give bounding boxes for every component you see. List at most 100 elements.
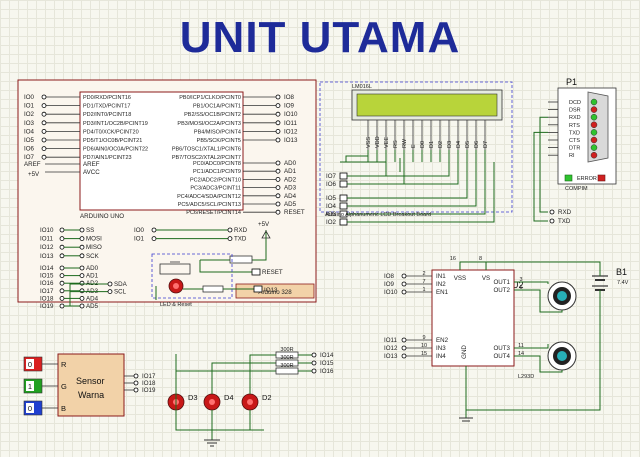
plus5v-header: +5V	[258, 221, 270, 228]
analog-io-label: IO17	[40, 288, 54, 295]
page-title: UNIT UTAMA	[180, 13, 460, 62]
serial-pin-label: TXD	[569, 130, 580, 136]
lcd-caption: Arduino Alphanumeric LCD Breakout Board	[325, 212, 431, 218]
port-d-pin: PD0/RXD/PCINT16	[83, 95, 131, 101]
lcd-input-label: IO5	[326, 195, 337, 202]
plus5v-left: +5V	[28, 171, 40, 178]
port-b-pin: PB6/TOSC1/XTAL1/PCINT6	[172, 147, 241, 153]
resistor-label: 300R	[280, 347, 293, 353]
arduino-board-label: Arduino 328	[258, 289, 292, 296]
port-c-pin: PC5/ADC5/SCL/PCINT13	[178, 202, 241, 208]
spi-io-label: IO12	[40, 244, 54, 251]
pin-terminal	[41, 111, 47, 117]
port-b-pin: PB3/MOSI/OC2A/PCINT3	[177, 121, 241, 127]
port-d-pin: PD2/INT0/PCINT18	[83, 112, 131, 118]
sensor-channel-label: R	[61, 360, 67, 369]
pin-terminal	[41, 128, 47, 134]
lcd-pin-label: D1	[429, 141, 435, 148]
pin-terminal	[275, 128, 281, 134]
lcd-pin-label: D6	[474, 141, 480, 148]
led-reset-frame	[151, 253, 233, 299]
io-left-label: IO3	[24, 120, 35, 127]
lcd-screen	[356, 93, 498, 117]
driver-out-pin: OUT1	[493, 279, 510, 286]
io-left-label: IO5	[24, 137, 35, 144]
driver-input-label: IO13	[384, 353, 398, 360]
color-sensor	[57, 353, 125, 417]
spi-pin-label: MOSI	[86, 236, 102, 243]
io13-label: IO13	[264, 287, 278, 294]
io-right-label: IO12	[284, 128, 298, 135]
lcd-pin-label: D5	[465, 141, 471, 148]
i2c-pin-label: SDA	[114, 281, 128, 288]
serial-pin-label: TXD	[234, 236, 247, 243]
lcd-pin-label: D0	[420, 141, 426, 148]
driver-input-label: IO12	[384, 345, 398, 352]
led-reset-caption: LED & Reset	[160, 302, 192, 308]
driver-out-pin: OUT2	[493, 287, 510, 294]
analog-pin-label: AD0	[86, 265, 99, 272]
sensor-channel-label: B	[61, 404, 66, 413]
analog-pin-label: AD1	[86, 273, 99, 280]
spi-io-label: IO11	[40, 236, 54, 243]
serial-pin-label: DCD	[569, 100, 581, 106]
analog-out-label: AD5	[284, 201, 297, 208]
serial-pin-label: RXD	[569, 115, 581, 121]
io-right-label: IO8	[284, 94, 295, 101]
pin-terminal	[41, 120, 47, 126]
port-c-pin: PC3/ADC3/PCINT11	[190, 186, 241, 192]
led-output-label: IO14	[320, 352, 334, 359]
spi-pin-label: MISO	[86, 244, 102, 251]
aref-pin: AREF	[83, 161, 100, 168]
port-d-pin: PD7/AIN1/PCINT23	[83, 155, 132, 161]
analog-io-label: IO15	[40, 273, 54, 280]
spi-pin-label: SCK	[86, 253, 100, 260]
pin-terminal	[41, 94, 47, 100]
io-left-label: IO2	[24, 111, 35, 118]
lcd-pin-label: D4	[456, 141, 462, 148]
io-left-label: IO1	[24, 103, 35, 110]
serial-pin-label: RXD	[234, 227, 248, 234]
port-d-pin: PD6/AIN0/OC0A/PCINT22	[83, 147, 148, 153]
driver-input-label: IO11	[384, 337, 398, 344]
driver-top-num: 8	[479, 256, 482, 262]
port-b-pin: PB0/ICP1/CLKO/PCINT0	[179, 95, 241, 101]
spi-io-label: IO10	[40, 227, 54, 234]
lcd-pin-label: RW	[402, 138, 408, 148]
serial-pin-label: RI	[569, 153, 575, 159]
serial-pin-label: DTR	[569, 146, 580, 152]
led-name: D2	[262, 393, 272, 402]
driver-input-label: IO8	[384, 273, 395, 280]
lcd-input-label: IO3	[326, 211, 337, 218]
driver-input-label: IO10	[384, 289, 398, 296]
io-left-label: IO0	[24, 94, 35, 101]
reset-label: RESET	[262, 269, 283, 276]
io-right-label: IO13	[284, 137, 298, 144]
serial-io-label: IO1	[134, 236, 145, 243]
pin-terminal	[275, 160, 281, 166]
avcc-pin: AVCC	[83, 169, 100, 176]
pin-terminal	[41, 137, 47, 143]
analog-io-label: IO18	[40, 295, 54, 302]
analog-pin-label: AD4	[86, 295, 99, 302]
port-b-pin: PB7/TOSC2/XTAL2/PCINT7	[172, 155, 241, 161]
driver-pin-num: 2	[422, 271, 425, 277]
analog-out-label: AD4	[284, 193, 297, 200]
io-left-label: IO7	[24, 154, 35, 161]
lcd-pin-label: D3	[447, 141, 453, 148]
driver-pin: IN4	[436, 353, 446, 360]
port-b-pin: PB2/SS/OC1B/PCINT2	[184, 112, 241, 118]
led-resistor	[202, 285, 224, 293]
sensor-output-label: IO19	[142, 387, 156, 394]
serial-pin-label: DSR	[569, 108, 581, 114]
pin-terminal	[275, 94, 281, 100]
reset-button	[159, 263, 191, 275]
pin-terminal	[275, 103, 281, 108]
pin-terminal	[41, 103, 47, 108]
driver-out-pin: OUT3	[493, 345, 510, 352]
